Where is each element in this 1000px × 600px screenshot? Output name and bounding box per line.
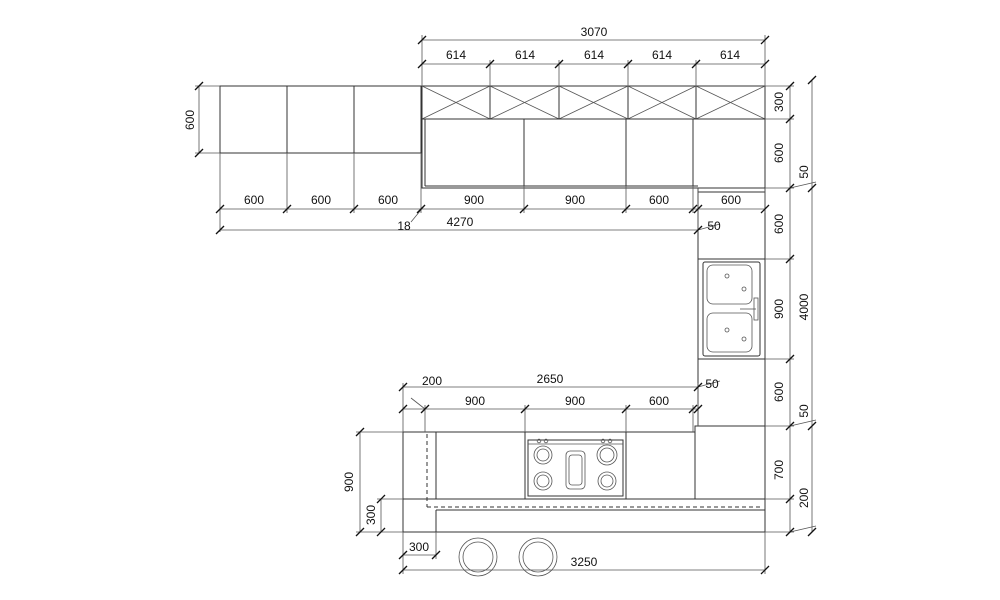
dim-right-side: 600: [772, 382, 786, 402]
dimension-tick: [520, 404, 530, 414]
dimension-tick: [376, 527, 386, 537]
dimension-tick: [688, 204, 698, 214]
dimension-tick: [807, 183, 817, 193]
stool-left: [458, 537, 498, 577]
dimension-tick: [554, 59, 564, 69]
dim-bottom-total-upper: 2650: [537, 372, 564, 386]
dim-right-outer: 50: [797, 404, 811, 418]
dimension-tick: [693, 404, 703, 414]
dim-run-total: 4270: [447, 215, 474, 229]
dimension-tick: [194, 81, 204, 91]
dimension-tick: [691, 59, 701, 69]
dimension-tick: [485, 59, 495, 69]
dimension-tick: [760, 59, 770, 69]
dim-right-outer-total: 4000: [797, 293, 811, 320]
dimension-tick: [621, 404, 631, 414]
dim-right-side: 900: [772, 299, 786, 319]
dimension-tick: [416, 204, 426, 214]
dimension-tick: [760, 204, 770, 214]
dim-right-outer: 50: [797, 165, 811, 179]
dimension-tick: [760, 565, 770, 575]
dim-bottom-total: 3250: [571, 555, 598, 569]
dim-base-unit: 900: [464, 193, 484, 207]
top-wall-cabinets: [421, 85, 766, 120]
dim-left-height: 600: [183, 110, 197, 130]
dim-base-unit: 600: [649, 193, 669, 207]
dim-bottom-unit: 600: [649, 394, 669, 408]
dim-wall-unit: 614: [652, 48, 672, 62]
dim-left-unit: 600: [378, 193, 398, 207]
double-sink: [702, 261, 761, 357]
dim-bottom-depth: 900: [342, 472, 356, 492]
dimension-tick: [282, 204, 292, 214]
dim-right-side: 600: [772, 143, 786, 163]
dimension-tick: [785, 421, 795, 431]
dim-corner-unit: 600: [721, 193, 741, 207]
dimension-tick: [215, 204, 225, 214]
top-base-cabinets: [421, 118, 766, 189]
dimension-tick: [376, 494, 386, 504]
dimension-tick: [807, 75, 817, 85]
dim-bottom-width-small: 300: [409, 540, 429, 554]
dim-gap-50-lower: 50: [705, 377, 719, 391]
dim-wall-unit: 614: [584, 48, 604, 62]
dimension-tick: [420, 404, 430, 414]
dimension-tick: [417, 35, 427, 45]
dimension-tick: [398, 550, 408, 560]
dimension-tick: [785, 527, 795, 537]
dimension-tick: [785, 494, 795, 504]
dimension-tick: [693, 382, 703, 392]
dim-right-side: 700: [772, 460, 786, 480]
dim-right-side: 300: [772, 92, 786, 112]
dimension-tick: [215, 225, 225, 235]
dimension-ticks: [194, 35, 817, 575]
dimension-tick: [760, 35, 770, 45]
dimension-tick: [398, 382, 408, 392]
dimension-tick: [621, 204, 631, 214]
dimension-tick: [785, 114, 795, 124]
stool-right: [518, 537, 558, 577]
dim-base-unit: 900: [565, 193, 585, 207]
dimension-tick: [785, 354, 795, 364]
dimension-tick: [398, 404, 408, 414]
dimension-tick: [693, 225, 703, 235]
dim-gap-18: 18: [397, 219, 411, 233]
dimension-tick: [194, 148, 204, 158]
dimension-tick: [355, 527, 365, 537]
bar-stools: [458, 537, 558, 577]
dimension-tick: [785, 81, 795, 91]
dimension-tick: [807, 527, 817, 537]
dimension-labels: 3070 614 614 614 614 614 600 600 600 600…: [183, 25, 811, 569]
dim-bottom-offset: 200: [422, 374, 442, 388]
dim-wall-unit: 614: [446, 48, 466, 62]
dimension-tick: [785, 183, 795, 193]
dim-bottom-inner: 300: [364, 505, 378, 525]
dimension-tick: [688, 404, 698, 414]
dimension-tick: [355, 427, 365, 437]
dim-top-total: 3070: [581, 25, 608, 39]
dim-wall-unit: 614: [720, 48, 740, 62]
dimension-tick: [623, 59, 633, 69]
dimension-tick: [519, 204, 529, 214]
dimension-tick: [807, 421, 817, 431]
dim-left-unit: 600: [244, 193, 264, 207]
dimension-tick: [417, 59, 427, 69]
dimension-tick: [431, 550, 441, 560]
dim-left-unit: 600: [311, 193, 331, 207]
dim-right-side: 600: [772, 214, 786, 234]
cooktop: [527, 438, 624, 497]
dim-bottom-unit: 900: [565, 394, 585, 408]
dimension-tick: [349, 204, 359, 214]
dimension-tick: [785, 254, 795, 264]
dimension-lines: [195, 35, 817, 574]
dim-gap-50-upper: 50: [707, 219, 721, 233]
dimension-tick: [693, 204, 703, 214]
left-wall-cabinets: [219, 85, 422, 154]
dim-wall-unit: 614: [515, 48, 535, 62]
dim-bottom-unit: 900: [465, 394, 485, 408]
dim-right-side: 200: [797, 488, 811, 508]
dimension-tick: [398, 565, 408, 575]
bottom-base-cabinets: [402, 425, 766, 533]
